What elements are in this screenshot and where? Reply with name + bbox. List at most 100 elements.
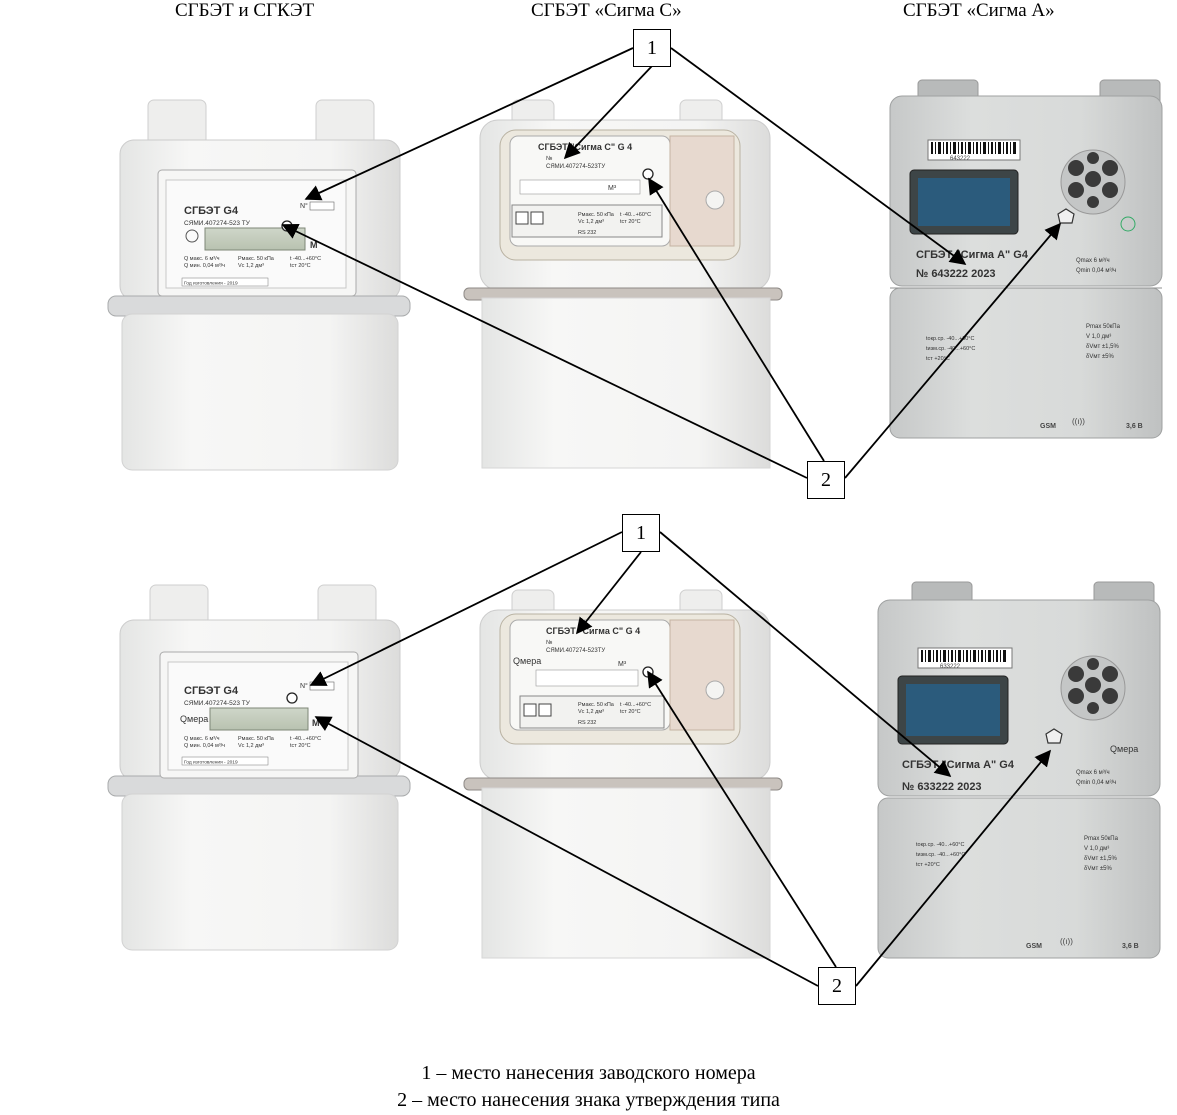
sigma-a-t2-label-2: tизм.ср. -40...+60°C xyxy=(916,852,965,858)
sigma-a-lcd-display xyxy=(918,178,1010,226)
sigma-a-qmin-label-2: Qmin 0,04 м³/ч xyxy=(1076,780,1116,786)
sigma-c-tst-label: tст 20°C xyxy=(620,219,641,225)
column-title-sgbet-sgket: СГБЭТ и СГКЭТ xyxy=(175,0,315,21)
sigma-a-t3-label: tст +20°C xyxy=(926,356,950,362)
sigma-a-battery-label-2: 3,6 В xyxy=(1122,943,1139,950)
sigma-c-pmax-label: Pмакс. 50 кПа xyxy=(578,212,615,218)
sigma-c-qmera-label: Qмера xyxy=(513,656,541,666)
sigma-c-left-button-icon xyxy=(515,211,529,225)
sigma-c-meter-top: СГБЭТ "Сигма С" G 4 № СЯМИ.407274-523ТУ … xyxy=(463,99,783,469)
sigma-c-meter-bottom: СГБЭТ "Сигма С" G 4 № СЯМИ.407274-523ТУ … xyxy=(463,589,783,959)
arrow-2-to-sgbet-top xyxy=(281,224,808,479)
sigma-a-model-label: СГБЭТ "Сигма А" G4 xyxy=(916,249,1029,261)
sigma-a-t1-label-2: tокр.ср. -40...+60°C xyxy=(916,842,965,848)
arrow-1-to-sigma-c-bottom xyxy=(575,551,642,635)
sigma-a-battery-label: 3,6 В xyxy=(1126,423,1143,430)
sigma-c-temp-label-2: t -40...+60°C xyxy=(620,702,651,708)
legend-serial-number: 1 – место нанесения заводского номера xyxy=(421,1062,756,1084)
arrow-1-to-sigma-a-top xyxy=(670,47,967,265)
sigma-a-pmax-label-2: Pmax 50кПа xyxy=(1084,836,1119,842)
sigma-a-meter-top: 643222 СГБЭТ "Сигма А" G4 № 643222 2023 … xyxy=(889,79,1163,439)
sgbet-qmax-label: Q макс. 6 м³/ч xyxy=(184,256,220,262)
sigma-a-qmin-label: Qmin 0,04 м³/ч xyxy=(1076,268,1116,274)
arrow-1-to-sgbet-top xyxy=(304,47,634,201)
sgbet-spec-label: СЯМИ.407274-523 ТУ xyxy=(184,220,251,227)
sgbet-qmax-label-2: Q макс. 6 м³/ч xyxy=(184,736,220,742)
sigma-c-approval-mark-icon xyxy=(642,168,654,180)
sigma-c-left-button-icon-2 xyxy=(523,703,537,717)
arrow-1-to-sigma-c-top xyxy=(563,65,653,160)
sgbet-number-prefix: N° xyxy=(300,202,308,210)
sigma-c-right-button-icon-2 xyxy=(538,703,552,717)
legend-approval-mark: 2 – место нанесения знака утверждения ти… xyxy=(397,1089,780,1111)
sigma-a-approval-mark-icon-2 xyxy=(1045,728,1063,744)
sgbet-qmin-label-2: Q мин. 0,04 м³/ч xyxy=(184,743,225,749)
sigma-c-vc-label-2: Vc 1,2 дм³ xyxy=(578,709,604,715)
sigma-a-v-label: V 1,0 дм³ xyxy=(1086,334,1111,340)
sigma-c-unit-label: М³ xyxy=(608,185,617,192)
callout-box-1-bottom: 1 xyxy=(622,514,660,552)
sigma-c-right-button-icon xyxy=(530,211,544,225)
arrow-1-to-sgbet-bottom xyxy=(309,531,623,686)
sigma-a-gsm-label-2: GSM xyxy=(1026,943,1042,950)
sigma-a-antenna-icon-2: ((ı)) xyxy=(1060,937,1073,946)
sgbet-meter-bottom: СГБЭТ G4 СЯМИ.407274-523 ТУ N° Qмера M Q… xyxy=(107,584,411,951)
arrow-2-to-sigma-c-bottom xyxy=(647,670,837,968)
sigma-a-t1-label: tокр.ср. -40...+60°C xyxy=(926,336,975,342)
sgbet-qmera-label: Qмера xyxy=(180,714,208,724)
arrow-2-to-sigma-a-bottom xyxy=(855,749,1052,987)
arrow-2-to-sgbet-bottom xyxy=(314,716,819,987)
sigma-a-serial-label: № 643222 2023 xyxy=(916,268,996,280)
sigma-a-serial-label-2: № 633222 2023 xyxy=(902,781,982,793)
sigma-a-gsm-label: GSM xyxy=(1040,423,1056,430)
sigma-c-number-prefix: № xyxy=(546,155,552,162)
sgbet-number-prefix-2: N° xyxy=(300,682,308,690)
sgbet-vc-label-2: Vc 1,2 дм³ xyxy=(238,743,264,749)
callout-box-2-bottom: 2 xyxy=(818,967,856,1005)
sgbet-tst-label-2: tст 20°C xyxy=(290,743,311,749)
sgbet-qmin-label: Q мин. 0,04 м³/ч xyxy=(184,263,225,269)
sgbet-model-label: СГБЭТ G4 xyxy=(184,205,239,217)
sigma-c-unit-label-2: М³ xyxy=(618,661,627,668)
sigma-c-rs-label: RS 232 xyxy=(578,230,596,236)
sgbet-approval-mark-icon-2 xyxy=(286,692,298,704)
sgbet-unit-label-2: M xyxy=(312,718,320,728)
sigma-a-barcode-number-top: 643222 xyxy=(950,156,971,162)
sigma-c-model-label: СГБЭТ "Сигма С" G 4 xyxy=(538,142,632,152)
sigma-c-spec-label: СЯМИ.407274-523ТУ xyxy=(546,164,605,170)
sgbet-lcd-display xyxy=(204,227,306,251)
sgbet-serial-field xyxy=(309,201,335,211)
sigma-a-pmax-label: Pmax 50кПа xyxy=(1086,324,1121,330)
column-title-sigma-c: СГБЭТ «Сигма С» xyxy=(531,0,682,21)
sigma-c-number-prefix-2: № xyxy=(546,639,552,646)
sigma-a-t3-label-2: tст +20°C xyxy=(916,862,940,868)
callout-arrows xyxy=(281,47,1062,987)
sigma-a-dv2-label: δVмт ±5% xyxy=(1086,354,1115,360)
sigma-a-dv2-label-2: δVмт ±5% xyxy=(1084,866,1113,872)
sigma-a-approval-mark-icon xyxy=(1057,208,1075,224)
sigma-a-qmera-label: Qмера xyxy=(1110,744,1138,754)
arrow-2-to-sigma-c-top xyxy=(648,177,825,462)
sigma-a-meter-bottom: 633222 Qмера СГБЭТ "Сигма А" G4 № 633222… xyxy=(877,581,1161,959)
sgbet-tst-label: tст 20°C xyxy=(290,263,311,269)
column-title-sigma-a: СГБЭТ «Сигма А» xyxy=(903,0,1055,21)
callout-box-2-top: 2 xyxy=(807,461,845,499)
sigma-c-temp-label: t -40...+60°C xyxy=(620,212,651,218)
callout-box-1-top: 1 xyxy=(633,29,671,67)
sigma-a-barcode-number-bottom: 633222 xyxy=(940,664,961,670)
sgbet-spec-label-2: СЯМИ.407274-523 ТУ xyxy=(184,700,251,707)
sigma-c-rs-label-2: RS 232 xyxy=(578,720,596,726)
sgbet-pmax-label-2: Pмакс. 50 кПа xyxy=(238,736,275,742)
sigma-a-qmax-label-2: Qmax 6 м³/ч xyxy=(1076,770,1110,776)
sigma-a-keypad-icon-2 xyxy=(1085,677,1101,693)
sigma-c-model-label-2: СГБЭТ "Сигма С" G 4 xyxy=(546,626,640,636)
arrow-1-to-sigma-a-bottom xyxy=(659,531,952,778)
sigma-a-qmax-label: Qmax 6 м³/ч xyxy=(1076,258,1110,264)
sigma-a-dv1-label-2: δVмт ±1,5% xyxy=(1084,856,1118,862)
sgbet-temp-label-2: t -40...+60°C xyxy=(290,736,321,742)
sgbet-year-label: Год изготовления - 2019 xyxy=(184,281,238,287)
sigma-c-spec-label-2: СЯМИ.407274-523ТУ xyxy=(546,648,605,654)
sigma-c-tst-label-2: tст 20°C xyxy=(620,709,641,715)
sgbet-year-label-2: Год изготовления - 2019 xyxy=(184,760,238,766)
